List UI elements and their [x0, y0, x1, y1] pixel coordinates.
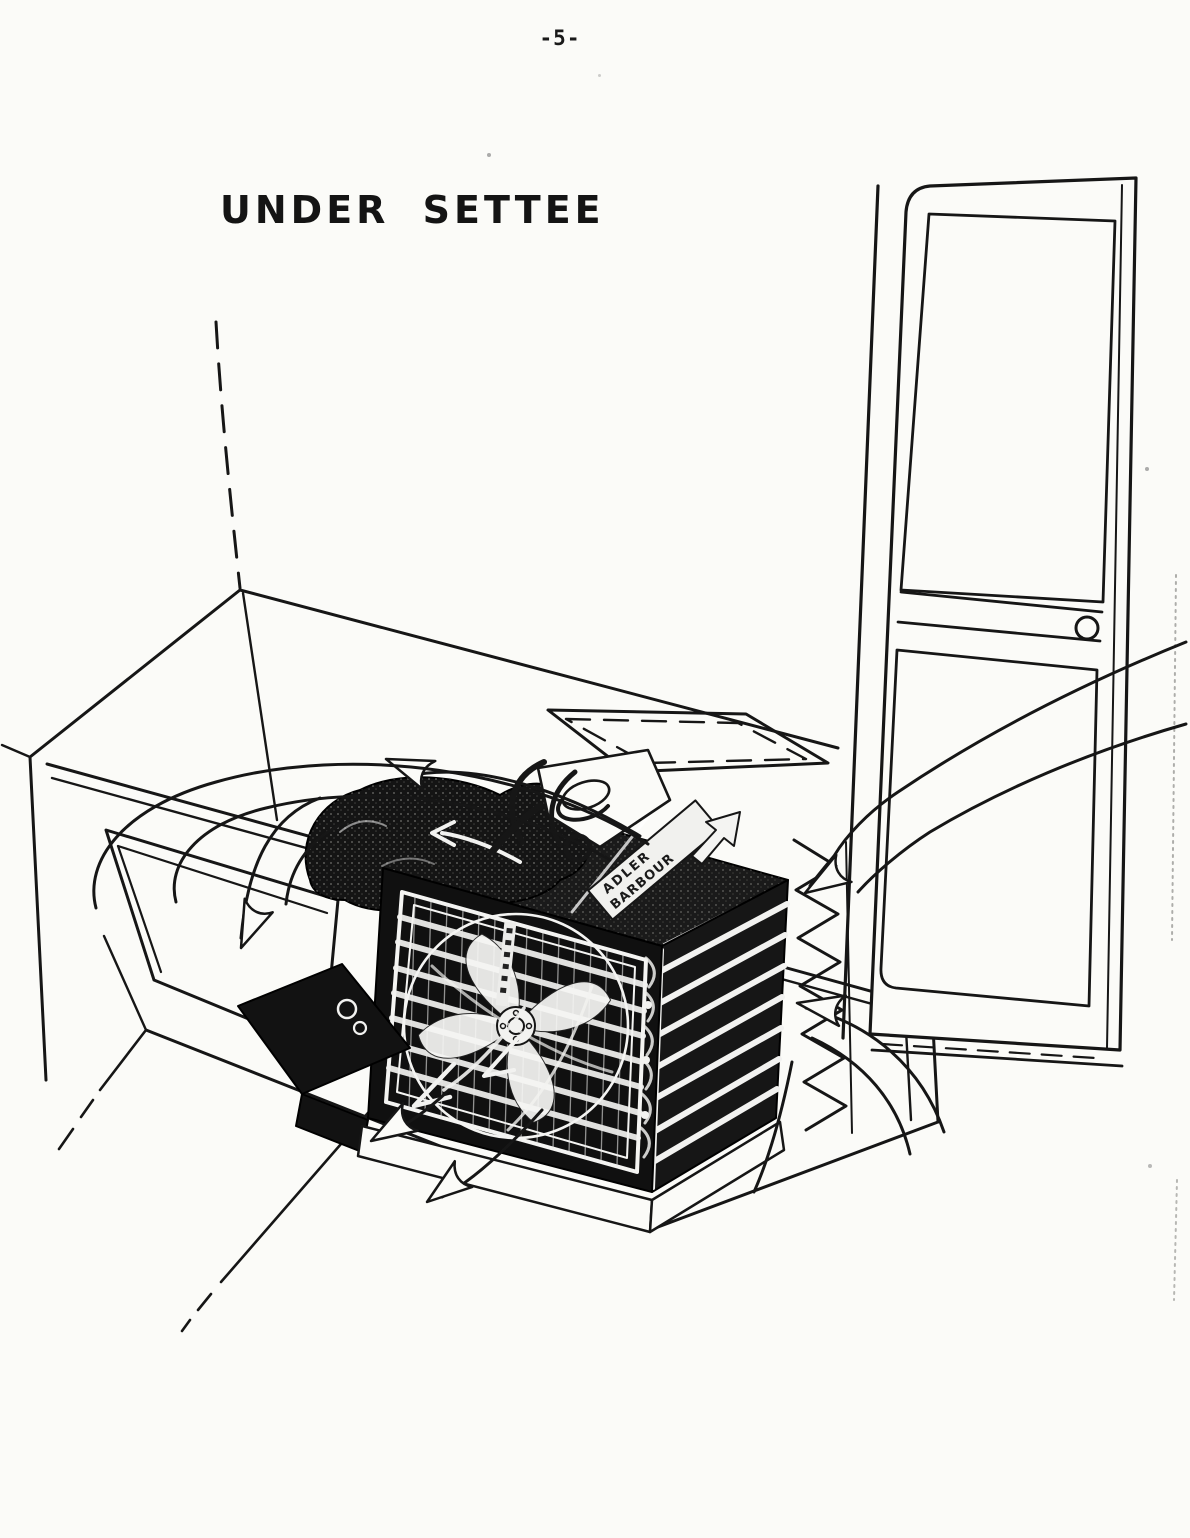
compressor [304, 776, 591, 912]
airflow-arrow-discharge-2 [416, 1108, 544, 1216]
page-number: -5- [539, 26, 581, 50]
hidden-wall-line [214, 320, 242, 590]
scan-speck [598, 74, 601, 77]
louvered-vent-panel [792, 838, 853, 1134]
wall-corner-line [841, 184, 880, 1040]
door-outline [868, 176, 1138, 1052]
locker-door [841, 176, 1178, 1301]
door-lower-panel [879, 648, 1099, 1008]
door-knob [1074, 615, 1100, 641]
scan-speck [1145, 467, 1149, 471]
scan-speck [1148, 1164, 1152, 1168]
airflow-arrow-intake-lower [752, 986, 946, 1194]
figure-title: UNDER SETTEE [220, 188, 605, 232]
spec-strip [495, 921, 517, 1007]
cover-arrow-icon [691, 811, 741, 865]
airflow-arrow-intake-upper [795, 640, 1188, 908]
coil-scallops [639, 956, 656, 1159]
unit-base [237, 963, 786, 1234]
airflow-arrow-exhaust [379, 743, 642, 838]
airflow-swirl-left [92, 762, 650, 910]
cabinet-top-hatch [546, 708, 830, 774]
airflow-arrow-into-opening [225, 796, 354, 956]
airflow-arrow-discharge-1 [361, 1088, 451, 1156]
scan-speck [487, 153, 491, 157]
mounting-bracket [488, 748, 672, 863]
door-upper-panel [899, 212, 1117, 604]
airflow-arrows [92, 640, 1188, 1216]
grille-airflow-arrows [411, 964, 614, 1132]
condensing-unit: ADLER BARBOUR [237, 748, 790, 1234]
